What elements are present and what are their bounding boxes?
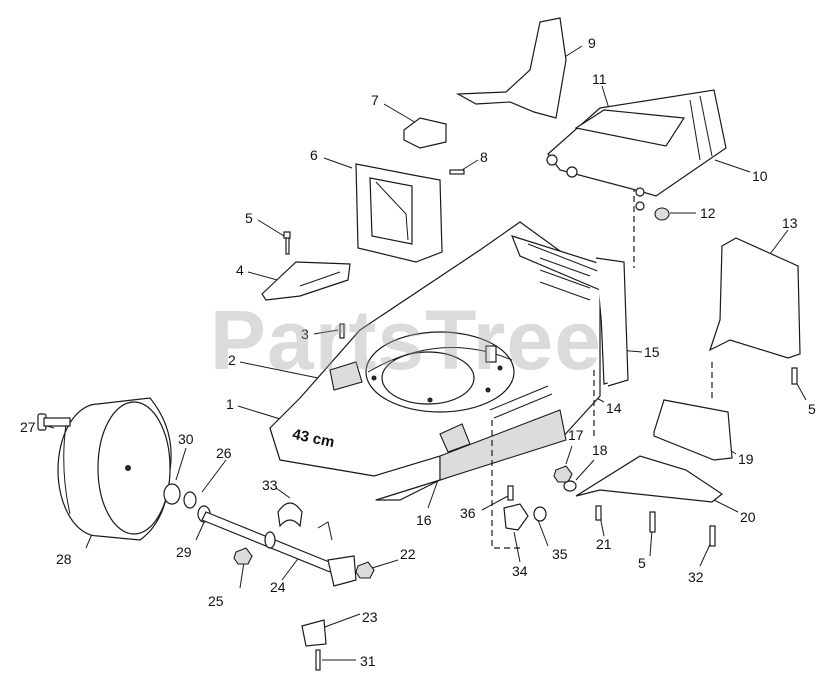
callout-13: 13 xyxy=(782,215,798,231)
washer xyxy=(533,506,547,522)
callout-6: 6 xyxy=(310,147,318,163)
screw xyxy=(709,525,716,547)
spring-clip xyxy=(277,502,303,528)
callout-5: 5 xyxy=(638,555,646,571)
nut xyxy=(553,465,573,483)
callout-22: 22 xyxy=(400,546,416,562)
callout-31: 31 xyxy=(360,653,376,669)
callout-1: 1 xyxy=(226,396,234,412)
screw xyxy=(595,505,602,521)
callout-20: 20 xyxy=(740,509,756,525)
grass-catcher xyxy=(546,89,727,211)
washer xyxy=(563,480,577,492)
callout-11: 11 xyxy=(592,71,607,87)
callout-29: 29 xyxy=(176,544,192,560)
callout-4: 4 xyxy=(236,262,244,278)
callout-9: 9 xyxy=(588,35,596,51)
nut xyxy=(233,547,253,565)
wheel-bushing xyxy=(163,483,211,523)
callout-2: 2 xyxy=(228,352,236,368)
rear-guard xyxy=(708,237,801,359)
callout-30: 30 xyxy=(178,431,194,447)
callout-10: 10 xyxy=(752,168,768,184)
callout-19: 19 xyxy=(738,451,754,467)
callout-24: 24 xyxy=(270,579,286,595)
callout-26: 26 xyxy=(216,445,232,461)
discharge-frame xyxy=(355,163,443,263)
callout-17: 17 xyxy=(568,427,584,443)
assembly-line xyxy=(491,420,520,549)
pin xyxy=(449,169,465,175)
rear-axle xyxy=(201,511,357,587)
callout-25: 25 xyxy=(208,593,224,609)
callout-21: 21 xyxy=(596,536,612,552)
watermark: PartsTree xyxy=(210,293,602,387)
wheel-bolt xyxy=(37,413,71,431)
screw xyxy=(507,485,514,501)
callout-32: 32 xyxy=(688,569,704,585)
nut xyxy=(355,561,375,579)
callout-23: 23 xyxy=(362,609,378,625)
callout-16: 16 xyxy=(416,512,432,528)
rear-wheel xyxy=(57,397,172,541)
screw xyxy=(339,323,345,339)
screw xyxy=(791,367,798,385)
callout-27: 27 xyxy=(20,419,36,435)
callout-28: 28 xyxy=(56,551,72,567)
callout-14: 14 xyxy=(606,400,622,416)
height-bracket xyxy=(261,231,351,301)
callout-8: 8 xyxy=(480,149,488,165)
callout-33: 33 xyxy=(262,477,278,493)
height-lever xyxy=(503,503,529,531)
callout-3: 3 xyxy=(301,326,309,342)
callout-5: 5 xyxy=(808,401,816,417)
callout-15: 15 xyxy=(644,344,660,360)
support-arm xyxy=(575,455,724,503)
decal xyxy=(439,423,471,453)
bracket xyxy=(301,619,327,671)
callout-7: 7 xyxy=(371,92,379,108)
callout-34: 34 xyxy=(512,563,528,579)
mower-deck xyxy=(269,221,629,501)
bush xyxy=(654,207,670,221)
discharge-chute xyxy=(455,17,567,119)
callout-5: 5 xyxy=(245,210,253,226)
screw xyxy=(649,511,656,533)
callout-18: 18 xyxy=(592,442,608,458)
callout-35: 35 xyxy=(552,546,568,562)
decal xyxy=(329,361,363,391)
mulch-plate xyxy=(653,399,733,461)
flap xyxy=(403,117,447,149)
callout-36: 36 xyxy=(460,505,476,521)
callout-12: 12 xyxy=(700,205,716,221)
